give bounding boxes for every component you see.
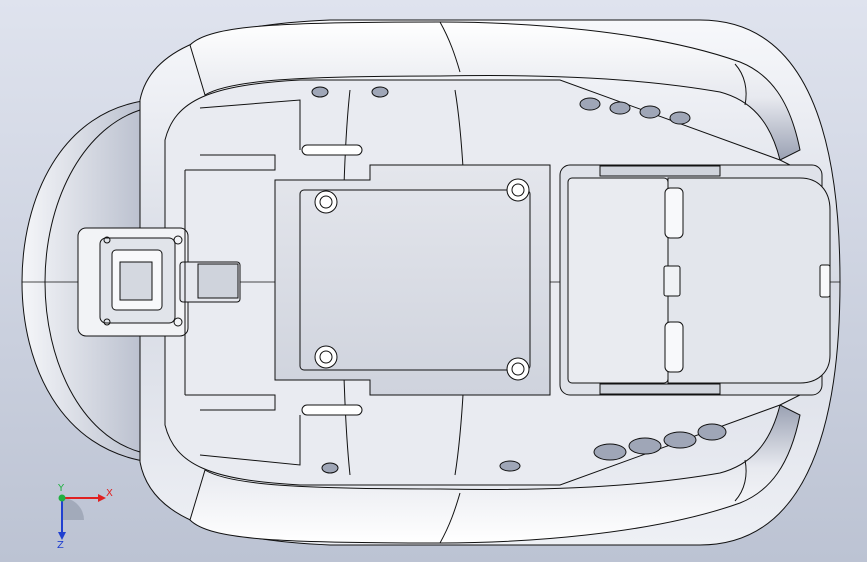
latch-assembly bbox=[77, 227, 241, 337]
screws bbox=[314, 178, 530, 381]
vents-bottom bbox=[321, 423, 727, 474]
z-axis-arrow bbox=[58, 532, 66, 540]
x-axis-label: X bbox=[106, 488, 113, 499]
y-axis-dot bbox=[58, 494, 66, 502]
view-orientation-triad: X Z Y bbox=[57, 483, 113, 550]
bottom-rail bbox=[189, 404, 801, 544]
z-axis-label: Z bbox=[57, 540, 64, 550]
center-panel bbox=[274, 164, 551, 396]
top-rail bbox=[189, 21, 801, 161]
front-bin bbox=[559, 164, 831, 396]
x-axis-arrow bbox=[98, 494, 106, 502]
vents-top bbox=[311, 86, 691, 125]
cad-model bbox=[21, 19, 841, 546]
y-axis-label: Y bbox=[57, 483, 65, 494]
triad-shadow bbox=[62, 498, 84, 520]
